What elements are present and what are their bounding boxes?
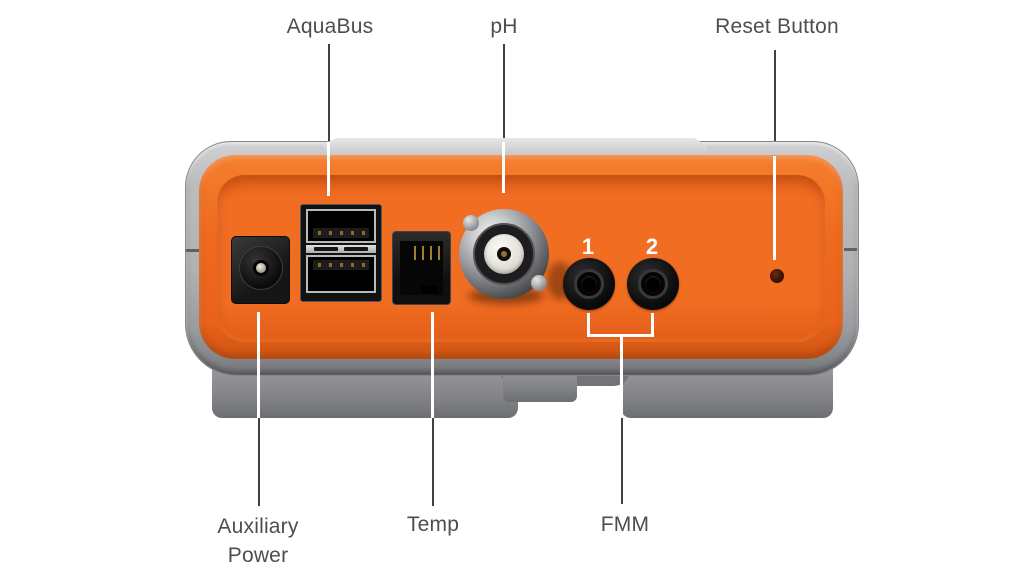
fmm-bracket-right-stub (651, 313, 654, 337)
aquabus-usb-port-top (306, 209, 376, 243)
bnc-bayonet-lug (531, 275, 547, 291)
auxiliary-power-label-line2: Power (227, 544, 289, 567)
auxiliary-power-label-line1: Auxiliary (217, 515, 299, 538)
temp-leader-line-lower (432, 418, 434, 506)
auxiliary-power-label: Auxiliary Power (188, 512, 328, 570)
fmm-bracket-left-stub (587, 313, 590, 337)
temp-leader-line-upper (431, 312, 434, 418)
fmm-leader-line-upper (620, 337, 623, 418)
reset-button-label: Reset Button (715, 15, 839, 38)
reset-button-hole (770, 269, 784, 283)
aquabus-usb-port-bottom (306, 255, 376, 293)
fmm-jack-hole (645, 276, 661, 292)
fmm-leader-line-lower (621, 418, 623, 504)
auxiliary-leader-line-upper (257, 312, 260, 418)
ph-label: pH (490, 15, 518, 38)
fmm-label: FMM (600, 513, 650, 536)
fmm-bracket-bar (587, 334, 654, 337)
auxiliary-power-jack (231, 236, 290, 304)
usb-tongue (313, 260, 369, 270)
fmm-jack-ring (574, 269, 604, 299)
aquabus-leader-line-upper (328, 44, 330, 142)
rj11-gold-pins (414, 246, 444, 260)
fmm-port-1-number: 1 (581, 234, 595, 259)
ph-leader-line-upper (503, 44, 505, 142)
bnc-center-pin (501, 251, 507, 257)
bnc-bayonet-lug (463, 215, 479, 231)
usb-divider-band (306, 245, 376, 253)
usb-tongue (313, 228, 369, 238)
fmm-jack-hole (581, 276, 597, 292)
ph-leader-line-lower (502, 142, 505, 193)
reset-leader-line-upper (774, 50, 776, 156)
power-barrel-opening (239, 246, 283, 290)
rj11-latch-slot (421, 286, 437, 293)
auxiliary-leader-line-lower (258, 418, 260, 506)
fmm-port-2-number: 2 (645, 234, 659, 259)
device-base-right-foot (621, 368, 833, 418)
aquabus-label: AquaBus (286, 15, 374, 38)
right-edge-seam (844, 248, 857, 251)
ph-bnc-connector (459, 209, 549, 299)
device-base-left-foot (212, 368, 518, 418)
temp-label: Temp (406, 513, 460, 536)
fmm-jack-1 (563, 258, 615, 310)
reset-leader-line-lower (773, 156, 776, 260)
aquabus-usb-ports (300, 204, 382, 302)
rj11-cavity (400, 241, 444, 295)
power-center-pin (256, 263, 266, 273)
fmm-jack-2 (627, 258, 679, 310)
left-edge-seam (186, 249, 199, 252)
temp-rj11-port (392, 231, 451, 305)
aquabus-leader-line-lower (327, 142, 330, 196)
